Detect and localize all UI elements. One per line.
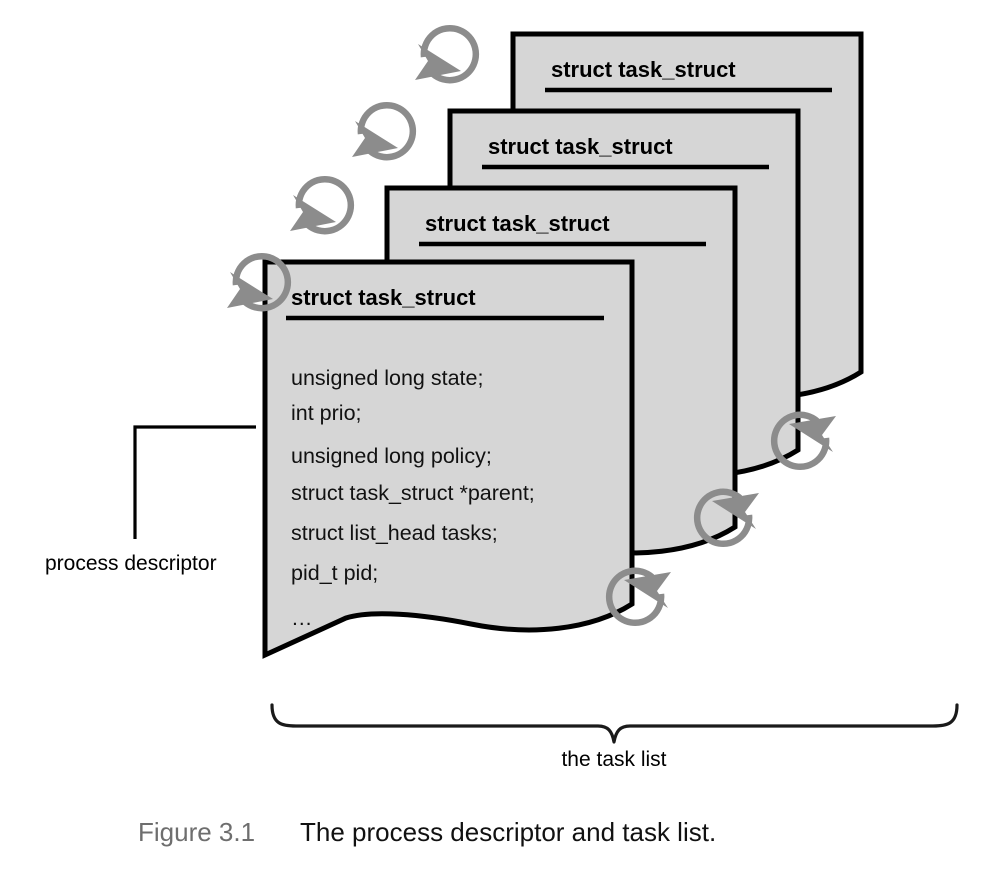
card-title-3: struct task_struct	[488, 134, 673, 159]
circular-arrow-forward-icon-4	[227, 252, 292, 312]
circular-arrow-forward-icon-2	[352, 101, 417, 161]
card-title-1: struct task_struct	[291, 285, 476, 310]
field-prio: int prio;	[291, 401, 362, 425]
card-title-4: struct task_struct	[551, 57, 736, 82]
circular-arrow-backward-icon-2	[693, 488, 759, 548]
card-title-2: struct task_struct	[425, 211, 610, 236]
circular-arrow-backward-icon-3	[770, 411, 836, 471]
circular-arrow-backward-icon-1	[605, 567, 671, 627]
circular-arrow-forward-icon-1	[290, 175, 355, 235]
figure-caption-text: The process descriptor and task list.	[300, 817, 716, 847]
field-tasks: struct list_head tasks;	[291, 521, 498, 545]
circular-arrow-forward-icon-3	[415, 24, 480, 84]
task-struct-card-1-front: struct task_struct unsigned long state; …	[262, 259, 635, 659]
card-body-1	[262, 259, 635, 659]
figure-caption-label: Figure 3.1	[138, 817, 255, 847]
field-parent: struct task_struct *parent;	[291, 481, 535, 505]
field-pid: pid_t pid;	[291, 561, 378, 585]
field-ellipsis: …	[291, 606, 313, 630]
task-list-brace	[270, 703, 959, 744]
process-descriptor-leader-line	[133, 425, 256, 539]
field-state: unsigned long state;	[291, 366, 483, 390]
field-policy: unsigned long policy;	[291, 444, 492, 468]
task-list-label: the task list	[561, 748, 666, 771]
process-descriptor-label: process descriptor	[45, 552, 217, 575]
